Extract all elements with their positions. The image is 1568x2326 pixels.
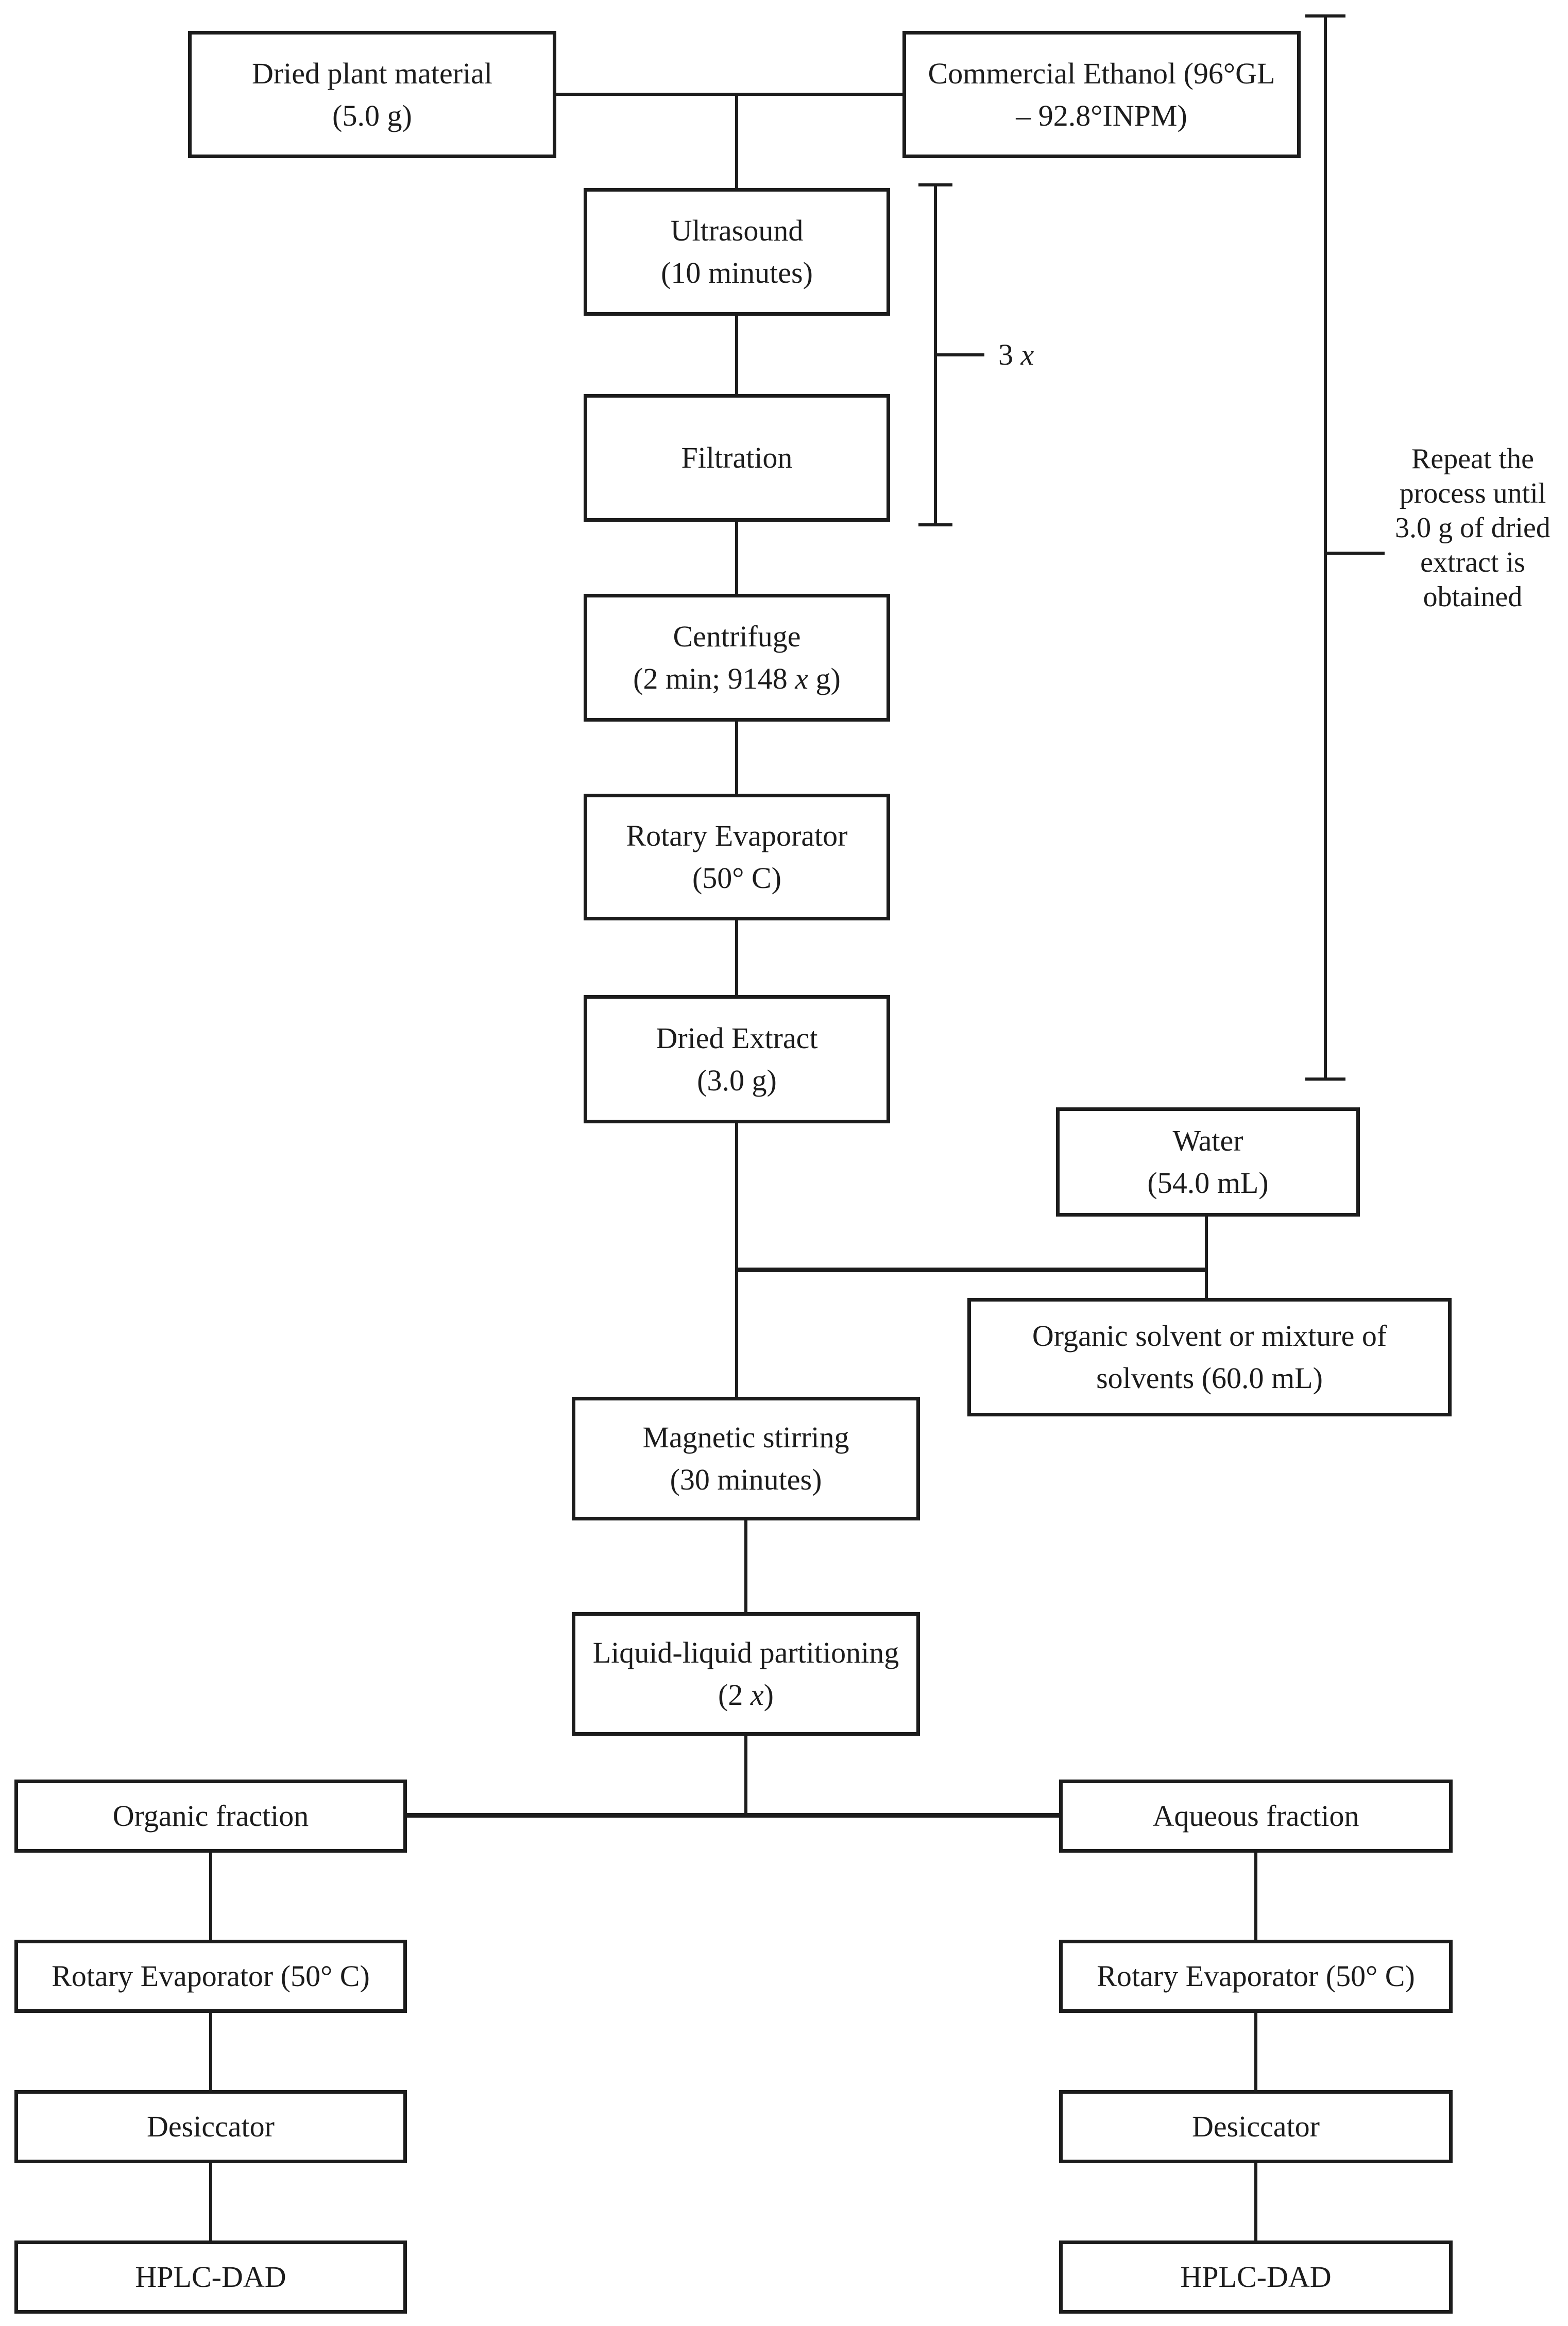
text-line: (2 min; 9148 x g): [633, 662, 841, 695]
text-line: Filtration: [681, 441, 793, 474]
text-line: Liquid-liquid partitioning: [592, 1636, 899, 1669]
box-ultrasound: Ultrasound (10 minutes): [584, 188, 890, 316]
box-desiccator-aqueous: Desiccator: [1059, 2090, 1453, 2163]
box-magnetic-stirring: Magnetic stirring (30 minutes): [572, 1397, 920, 1520]
loop-bracket-tick: [937, 353, 984, 356]
text-line: (30 minutes): [670, 1463, 822, 1496]
text-line: Ultrasound: [670, 214, 804, 247]
box-hplc-dad-organic: HPLC-DAD: [14, 2241, 407, 2314]
box-rotary-evaporator-organic: Rotary Evaporator (50° C): [14, 1940, 407, 2013]
box-hplc-dad-aqueous: HPLC-DAD: [1059, 2241, 1453, 2314]
text-line: Rotary Evaporator: [626, 819, 848, 852]
connector-mix-to-ultrasound: [735, 94, 738, 188]
connector-centrifuge-to-rotary: [735, 722, 738, 794]
box-liquid-liquid-partitioning: Liquid-liquid partitioning (2 x): [572, 1612, 920, 1736]
box-rotary-evaporator-main: Rotary Evaporator (50° C): [584, 794, 890, 920]
text-line: Commercial Ethanol (96°GL: [928, 56, 1275, 90]
text-line: (5.0 g): [332, 98, 412, 132]
text-line: (10 minutes): [661, 256, 813, 289]
text-line: HPLC-DAD: [135, 2260, 286, 2294]
loop-bracket-bottom-cap: [918, 523, 952, 526]
text-line: Dried Extract: [656, 1021, 818, 1055]
text-line: obtained: [1423, 581, 1523, 613]
text-line: Rotary Evaporator (50° C): [52, 1959, 370, 1993]
text-line: solvents (60.0 mL): [1096, 1361, 1323, 1395]
repeat-bracket-vertical: [1324, 14, 1327, 1081]
text-line: Centrifuge: [673, 620, 801, 653]
box-organic-solvent: Organic solvent or mixture of solvents (6…: [967, 1298, 1452, 1416]
connector-organic-fraction-to-rotary: [209, 1853, 212, 1940]
box-desiccator-organic: Desiccator: [14, 2090, 407, 2163]
connector-filtration-to-centrifuge: [735, 522, 738, 594]
box-aqueous-fraction: Aqueous fraction: [1059, 1780, 1453, 1853]
text-line: extract is: [1420, 546, 1525, 578]
box-organic-fraction: Organic fraction: [14, 1780, 407, 1853]
loop-count-label: 3 x: [998, 340, 1034, 370]
text-line: process until: [1399, 477, 1546, 509]
text-line: (2 x): [718, 1678, 774, 1712]
box-dried-plant-material: Dried plant material (5.0 g): [188, 31, 556, 158]
connector-aqueous-fraction-to-rotary: [1254, 1853, 1257, 1940]
repeat-bracket-top-cap: [1305, 14, 1345, 18]
text-line: (54.0 mL): [1147, 1166, 1269, 1200]
text-line: 3 x: [998, 338, 1034, 371]
loop-bracket-vertical: [934, 183, 937, 526]
text-line: Dried plant material: [251, 56, 493, 90]
connector-rotary-to-dried-extract: [735, 920, 738, 995]
repeat-bracket-tick: [1327, 552, 1385, 555]
box-commercial-ethanol: Commercial Ethanol (96°GL – 92.8°INPM): [902, 31, 1301, 158]
connector-stirring-to-partitioning: [744, 1520, 747, 1612]
connector-partitioning-to-split: [744, 1736, 747, 1817]
text-line: Magnetic stirring: [642, 1421, 849, 1454]
connector-solvent-junction-horizontal: [735, 1268, 1208, 1272]
text-line: 3.0 g of dried: [1395, 512, 1550, 544]
text-line: Aqueous fraction: [1152, 1799, 1359, 1833]
text-line: Repeat the: [1411, 443, 1534, 475]
text-line: – 92.8°INPM): [1016, 98, 1187, 132]
text-line: Desiccator: [1192, 2110, 1320, 2143]
text-line: (3.0 g): [697, 1063, 777, 1097]
connector-water-to-organic-solvent: [1205, 1217, 1208, 1298]
text-line: Organic fraction: [112, 1799, 309, 1833]
text-line: Organic solvent or mixture of: [1032, 1319, 1387, 1353]
box-centrifuge: Centrifuge (2 min; 9148 x g): [584, 594, 890, 722]
connector-split-horizontal: [407, 1813, 1059, 1818]
connector-aqueous-desiccator-to-hplc: [1254, 2163, 1257, 2241]
connector-organic-desiccator-to-hplc: [209, 2163, 212, 2241]
box-water: Water (54.0 mL): [1056, 1107, 1360, 1217]
connector-aqueous-rotary-to-desiccator: [1254, 2013, 1257, 2090]
box-filtration: Filtration: [584, 394, 890, 522]
text-line: Rotary Evaporator (50° C): [1097, 1959, 1415, 1993]
box-rotary-evaporator-aqueous: Rotary Evaporator (50° C): [1059, 1940, 1453, 2013]
connector-plant-ethanol-horizontal: [556, 93, 902, 96]
text-line: Desiccator: [147, 2110, 275, 2143]
box-dried-extract: Dried Extract (3.0 g): [584, 995, 890, 1123]
text-line: HPLC-DAD: [1180, 2260, 1332, 2294]
loop-bracket-top-cap: [918, 183, 952, 186]
connector-organic-rotary-to-desiccator: [209, 2013, 212, 2090]
repeat-bracket-bottom-cap: [1305, 1078, 1345, 1081]
connector-ultrasound-to-filtration: [735, 316, 738, 394]
connector-dried-extract-to-magnetic-stirring: [735, 1123, 738, 1397]
text-line: (50° C): [692, 861, 781, 895]
text-line: Water: [1172, 1124, 1243, 1157]
